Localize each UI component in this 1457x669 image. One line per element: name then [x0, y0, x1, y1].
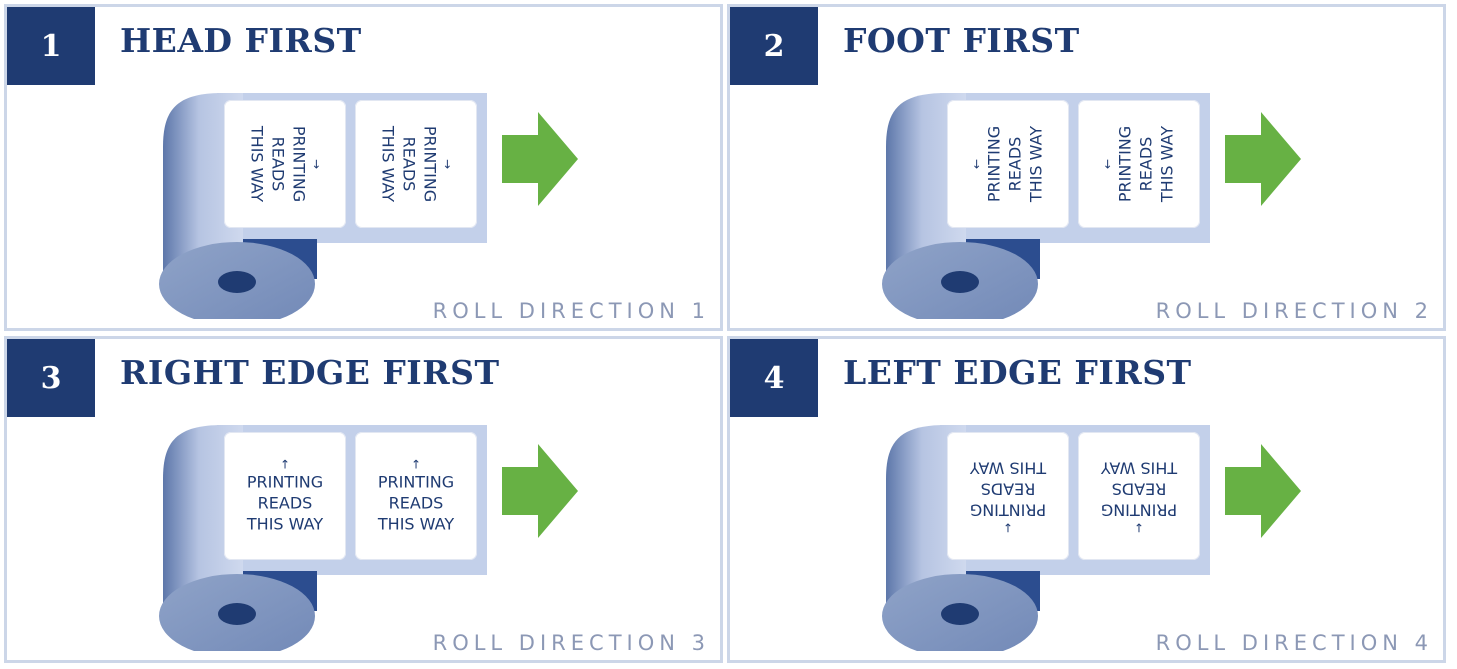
- label-line-this-way: THIS WAY: [1026, 125, 1046, 203]
- label-line-printing: PRINTING: [246, 472, 324, 492]
- label-text: ← PRINTING READS THIS WAY: [1101, 104, 1178, 224]
- label-line-reads: READS: [257, 493, 313, 513]
- roll-direction-panel-4: 4 LEFT EDGE FIRST: [727, 336, 1446, 663]
- roll-direction-panel-1: 1 HEAD FIRST: [4, 4, 723, 331]
- reading-arrow-icon: ↓: [1133, 520, 1145, 535]
- right-arrow-icon: [502, 444, 578, 538]
- right-arrow-icon: [1225, 444, 1301, 538]
- label-line-this-way: THIS WAY: [377, 514, 455, 534]
- label-line-this-way: THIS WAY: [969, 458, 1047, 478]
- reading-arrow-icon: ↑: [410, 457, 422, 472]
- roll-body: [163, 425, 243, 621]
- roll-body: [886, 93, 966, 289]
- panel-number-badge: 2: [730, 7, 818, 85]
- panel-title: FOOT FIRST: [843, 21, 1080, 60]
- label-line-this-way: THIS WAY: [1157, 125, 1177, 203]
- label-text: ↑ PRINTING READS THIS WAY: [225, 458, 345, 535]
- roll-direction-panel-3: 3 RIGHT EDGE FIRST: [4, 336, 723, 663]
- label-line-reads: READS: [1005, 136, 1025, 192]
- roll-core: [941, 271, 979, 293]
- panel-title: LEFT EDGE FIRST: [843, 353, 1192, 392]
- printed-label: ↓ PRINTING READS THIS WAY: [947, 432, 1069, 560]
- roll-direction-caption: ROLL DIRECTION 1: [432, 299, 710, 323]
- reading-arrow-icon: ↓: [1002, 520, 1014, 535]
- label-line-reads: READS: [399, 136, 419, 192]
- panel-title: HEAD FIRST: [120, 21, 362, 60]
- roll-body: [886, 425, 966, 621]
- roll-body: [163, 93, 243, 289]
- printed-label: → PRINTING READS THIS WAY: [224, 100, 346, 228]
- label-line-printing: PRINTING: [1100, 500, 1178, 520]
- printed-label: ↑ PRINTING READS THIS WAY: [224, 432, 346, 560]
- label-text: → PRINTING READS THIS WAY: [247, 104, 324, 224]
- printed-label: ↑ PRINTING READS THIS WAY: [355, 432, 477, 560]
- reading-arrow-icon: ←: [969, 158, 984, 170]
- label-line-this-way: THIS WAY: [247, 125, 267, 203]
- roll-core: [218, 603, 256, 625]
- label-line-this-way: THIS WAY: [1100, 458, 1178, 478]
- label-line-reads: READS: [388, 493, 444, 513]
- panel-number-badge: 1: [7, 7, 95, 85]
- label-line-reads: READS: [268, 136, 288, 192]
- label-text: ↓ PRINTING READS THIS WAY: [948, 458, 1068, 535]
- roll-direction-panel-2: 2 FOOT FIRST: [727, 4, 1446, 331]
- label-line-reads: READS: [1136, 136, 1156, 192]
- right-arrow-icon: [502, 112, 578, 206]
- label-text: → PRINTING READS THIS WAY: [378, 104, 455, 224]
- label-line-reads: READS: [1111, 479, 1167, 499]
- roll-direction-caption: ROLL DIRECTION 4: [1155, 631, 1433, 655]
- reading-arrow-icon: ↑: [279, 457, 291, 472]
- label-line-printing: PRINTING: [969, 500, 1047, 520]
- panel-title: RIGHT EDGE FIRST: [120, 353, 500, 392]
- label-line-this-way: THIS WAY: [246, 514, 324, 534]
- right-arrow-icon: [1225, 112, 1301, 206]
- label-line-printing: PRINTING: [1115, 125, 1135, 203]
- roll-core: [218, 271, 256, 293]
- roll-direction-caption: ROLL DIRECTION 2: [1155, 299, 1433, 323]
- label-line-printing: PRINTING: [420, 125, 440, 203]
- label-line-printing: PRINTING: [984, 125, 1004, 203]
- roll-core: [941, 603, 979, 625]
- reading-arrow-icon: →: [309, 158, 324, 170]
- label-text: ↑ PRINTING READS THIS WAY: [356, 458, 476, 535]
- printed-label: ← PRINTING READS THIS WAY: [947, 100, 1069, 228]
- reading-arrow-icon: →: [440, 158, 455, 170]
- reading-arrow-icon: ←: [1100, 158, 1115, 170]
- panel-number-badge: 4: [730, 339, 818, 417]
- label-text: ← PRINTING READS THIS WAY: [970, 104, 1047, 224]
- printed-label: ↓ PRINTING READS THIS WAY: [1078, 432, 1200, 560]
- printed-label: ← PRINTING READS THIS WAY: [1078, 100, 1200, 228]
- panel-number-badge: 3: [7, 339, 95, 417]
- label-line-this-way: THIS WAY: [378, 125, 398, 203]
- printed-label: → PRINTING READS THIS WAY: [355, 100, 477, 228]
- roll-direction-caption: ROLL DIRECTION 3: [432, 631, 710, 655]
- label-line-printing: PRINTING: [289, 125, 309, 203]
- label-text: ↓ PRINTING READS THIS WAY: [1079, 458, 1199, 535]
- label-line-printing: PRINTING: [377, 472, 455, 492]
- label-line-reads: READS: [980, 479, 1036, 499]
